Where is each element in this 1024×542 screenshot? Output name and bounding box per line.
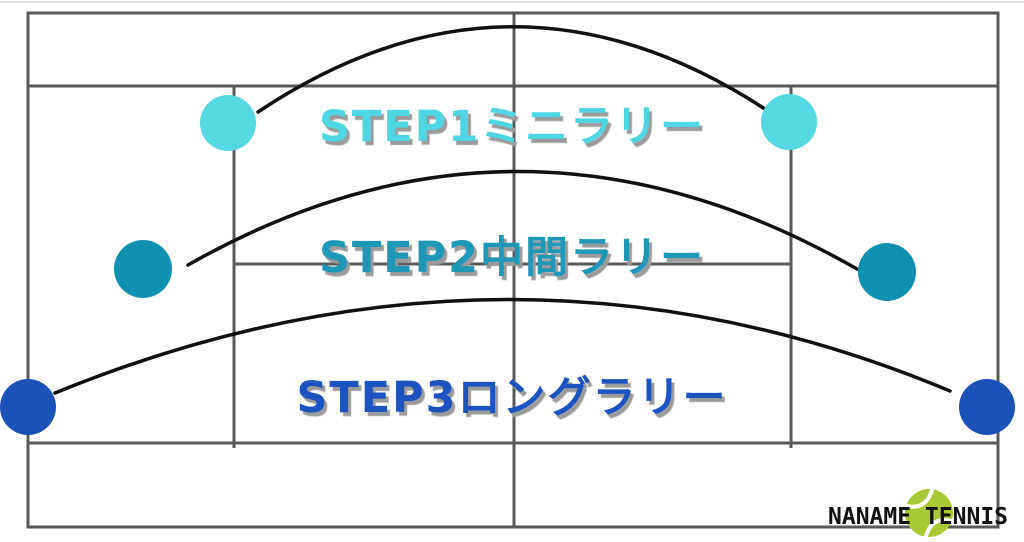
step1-player-dot-right	[761, 94, 817, 150]
step3-player-dot-left	[0, 379, 56, 435]
step2-player-dot-left	[114, 240, 172, 298]
step2-player-dot-right	[858, 243, 916, 301]
naname-tennis-logo: NANAME TENNIS	[828, 488, 1024, 538]
step3-player-dot-right	[959, 379, 1015, 435]
step3-rally-arc	[53, 297, 952, 395]
step1-rally-arc	[256, 25, 770, 114]
logo-text: NANAME TENNIS	[828, 504, 1009, 530]
tennis-ball-icon	[904, 488, 954, 538]
step1-player-dot-left	[200, 95, 256, 151]
step2-rally-arc	[186, 169, 859, 271]
